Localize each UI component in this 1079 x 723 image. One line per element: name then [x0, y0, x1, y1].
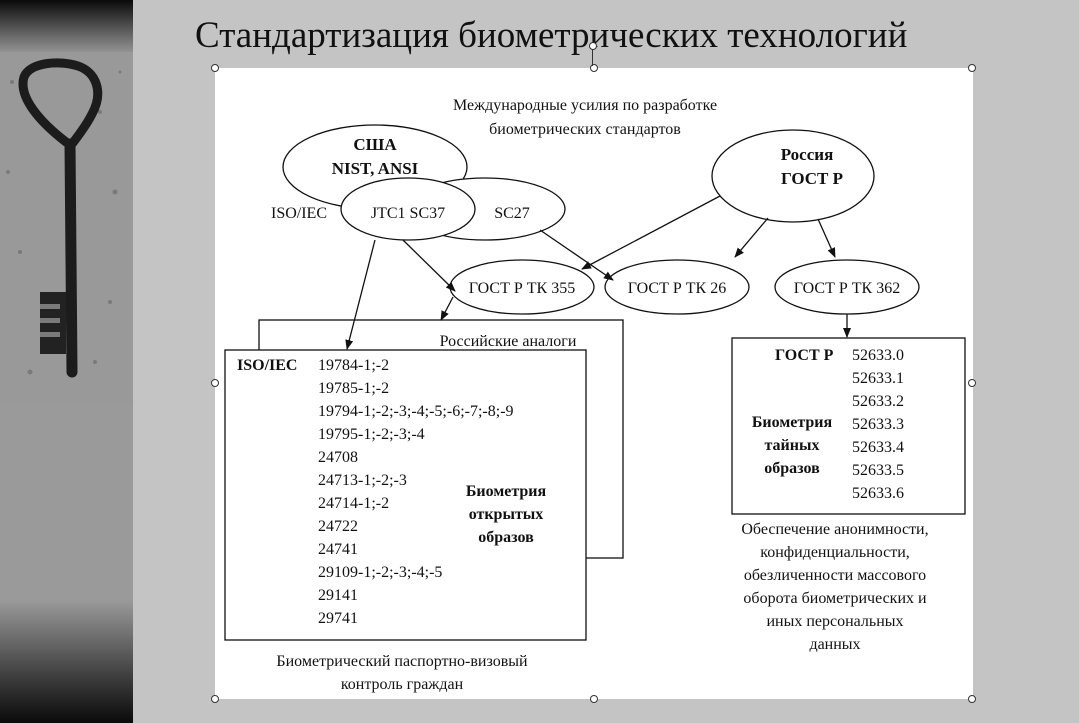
open-bio-line3: образов [478, 529, 534, 546]
slide-title: Стандартизация биометрических технологий [195, 15, 908, 56]
resize-handle[interactable] [968, 695, 976, 703]
rotate-handle-knob[interactable] [589, 42, 597, 50]
usa-label-line1: США [353, 135, 397, 154]
tk26-ellipse [604, 259, 750, 315]
iso-standard-item: 24713-1;-2;-3 [318, 472, 407, 489]
secret-caption-line: иных персональных [766, 613, 903, 630]
resize-handle[interactable] [968, 379, 976, 387]
gost-standards-list: 52633.0 52633.1 52633.2 52633.3 52633.4 … [852, 347, 904, 502]
iso-standard-item: 19784-1;-2 [318, 357, 389, 374]
gost-standard-item: 52633.5 [852, 462, 904, 479]
secret-bio-line1: Биометрия [752, 414, 833, 431]
open-caption-line1: Биометрический паспортно-визовый [276, 653, 528, 670]
iso-standard-item: 24722 [318, 518, 358, 535]
arrow-russia-to-tk362 [817, 218, 836, 258]
secret-caption-line: конфиденциальности, [760, 544, 910, 561]
secret-bio-line2: тайных [765, 437, 820, 454]
iso-standard-item: 29741 [318, 610, 358, 627]
arrow-jtc1-to-iso-box [345, 239, 376, 350]
gost-standard-item: 52633.4 [852, 439, 904, 456]
iso-standard-item: 29141 [318, 587, 358, 604]
resize-handle[interactable] [211, 695, 219, 703]
arrow-russia-to-tk355 [581, 195, 721, 270]
secret-caption-line: обезличенности массового [744, 567, 926, 584]
iso-iec-prefix: ISO/IEC [271, 205, 327, 222]
open-caption-line2: контроль граждан [341, 676, 464, 693]
tk355-label: ГОСТ Р ТК 355 [469, 280, 575, 297]
secret-caption-line: Обеспечение анонимности, [741, 521, 928, 538]
arrow-jtc1-to-tk355 [402, 239, 456, 292]
gost-standard-item: 52633.3 [852, 416, 904, 433]
gost-standard-item: 52633.6 [852, 485, 904, 502]
iso-list-label: ISO/IEC [237, 357, 297, 374]
iso-standard-item: 19795-1;-2;-3;-4 [318, 426, 425, 443]
iso-standard-item: 24714-1;-2 [318, 495, 389, 512]
resize-handle[interactable] [968, 64, 976, 72]
iso-standard-item: 29109-1;-2;-3;-4;-5 [318, 564, 442, 581]
gost-standard-item: 52633.1 [852, 370, 904, 387]
secret-caption: Обеспечение анонимности, конфиденциально… [741, 521, 928, 653]
resize-handle[interactable] [590, 64, 598, 72]
secret-caption-line: оборота биометрических и [743, 590, 927, 607]
russian-analogs-label: Российские аналоги [440, 333, 577, 350]
gost-standards-box [731, 337, 966, 515]
gost-standard-item: 52633.2 [852, 393, 904, 410]
arrow-sc27-to-tk26 [539, 229, 614, 281]
iso-standards-list: 19784-1;-2 19785-1;-2 19794-1;-2;-3;-4;-… [318, 357, 514, 627]
secret-bio-line3: образов [764, 460, 820, 477]
diagram-header-line2: биометрических стандартов [489, 121, 681, 138]
secret-caption-line: данных [809, 636, 860, 653]
iso-standard-item: 19794-1;-2;-3;-4;-5;-6;-7;-8;-9 [318, 403, 514, 420]
arrow-tk355-to-analogs [440, 296, 454, 321]
jtc1-ellipse [340, 177, 476, 241]
resize-handle[interactable] [590, 695, 598, 703]
usa-label-line2: NIST, ANSI [332, 159, 419, 178]
rotate-handle[interactable] [592, 46, 596, 66]
sc27-label: SC27 [494, 205, 530, 222]
russia-label-line1: Россия [781, 145, 834, 164]
open-bio-line2: открытых [469, 506, 544, 523]
resize-handle[interactable] [211, 64, 219, 72]
russia-label-line2: ГОСТ Р [781, 169, 843, 188]
russia-ellipse [711, 129, 875, 223]
iso-standards-box [224, 349, 587, 641]
key-photo [0, 52, 133, 404]
open-bio-line1: Биометрия [466, 483, 547, 500]
arrow-russia-to-tk26 [734, 217, 769, 258]
iso-standard-item: 24708 [318, 449, 358, 466]
diagram-header-line1: Международные усилия по разработке [453, 97, 717, 114]
diagram-canvas[interactable]: Международные усилия по разработке биоме… [215, 68, 973, 699]
tk362-label: ГОСТ Р ТК 362 [794, 280, 900, 297]
tk26-label: ГОСТ Р ТК 26 [628, 280, 726, 297]
iso-standard-item: 24741 [318, 541, 358, 558]
iso-standard-item: 19785-1;-2 [318, 380, 389, 397]
gost-label: ГОСТ Р [775, 347, 834, 364]
jtc1-label: JTC1 SC37 [371, 205, 445, 222]
resize-handle[interactable] [211, 379, 219, 387]
gost-standard-item: 52633.0 [852, 347, 904, 364]
